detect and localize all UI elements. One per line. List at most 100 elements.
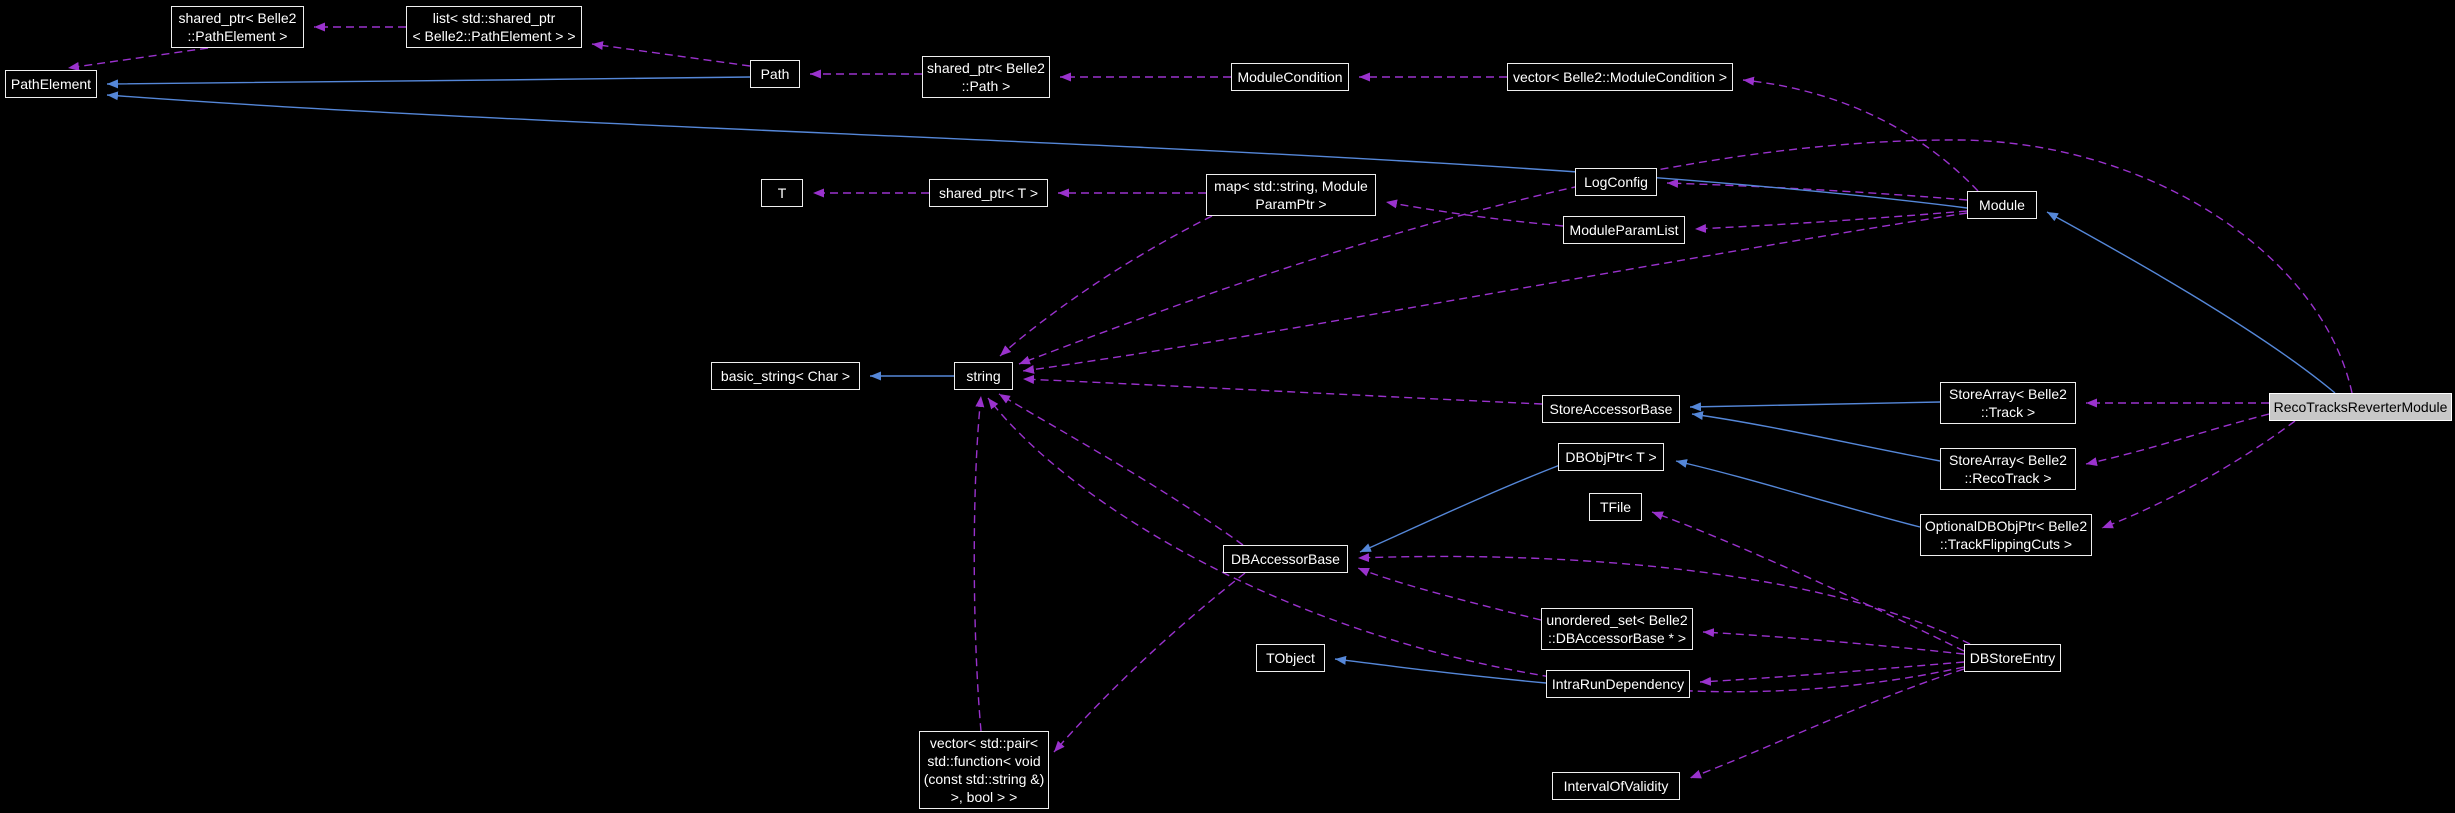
node-path[interactable]: Path (750, 60, 800, 88)
node-label-line: shared_ptr< T > (938, 185, 1039, 201)
node-label-line: LogConfig (1584, 174, 1648, 190)
node-label-line: ::TrackFlippingCuts > (1939, 536, 2073, 552)
node-label-line: IntraRunDependency (1551, 676, 1685, 692)
node-storearray_recotrack[interactable]: StoreArray< Belle2::RecoTrack > (1940, 448, 2076, 490)
node-intrarundependency[interactable]: IntraRunDependency (1546, 670, 1690, 698)
node-label-line: ::Path > (961, 78, 1011, 94)
node-label-line: ::RecoTrack > (1964, 470, 2052, 486)
node-rtrm[interactable]: RecoTracksReverterModule (2269, 393, 2452, 421)
node-label-line: list< std::shared_ptr (432, 10, 556, 26)
node-pathelement[interactable]: PathElement (5, 70, 97, 98)
node-intervalofvalidity[interactable]: IntervalOfValidity (1552, 772, 1680, 800)
edge-moduleparamlist-to-map (1385, 199, 1564, 227)
node-dbaccessorbase[interactable]: DBAccessorBase (1223, 545, 1348, 573)
node-moduleparamlist[interactable]: ModuleParamList (1563, 216, 1685, 244)
node-unordered_set[interactable]: unordered_set< Belle2::DBAccessorBase * … (1541, 608, 1693, 650)
edge-dbstoreentry-to-tfile (1651, 511, 1965, 652)
edge-module-to-vector_modulecondition (1742, 76, 1979, 192)
edge-dbstoreentry-to-string (987, 397, 1965, 693)
node-storeaccessorbase[interactable]: StoreAccessorBase (1542, 395, 1680, 423)
node-label-line: DBAccessorBase (1231, 551, 1340, 567)
node-label-line: string (966, 368, 1001, 384)
node-label-line: < Belle2::PathElement > > (412, 28, 576, 44)
node-label-line: >, bool > > (950, 789, 1018, 805)
node-label-line: StoreAccessorBase (1549, 401, 1673, 417)
edge-path-to-pathelement (106, 76, 751, 89)
node-vector_pair[interactable]: vector< std::pair<std::function< void(co… (919, 731, 1049, 809)
node-shared_ptr_pathelement[interactable]: shared_ptr< Belle2::PathElement > (171, 6, 304, 48)
node-label-line: vector< std::pair< (929, 735, 1039, 751)
edge-module-to-logconfig (1666, 178, 1968, 201)
node-label-line: unordered_set< Belle2 (1546, 612, 1688, 628)
edge-dbstoreentry-to-intrarundependency (1699, 661, 1965, 686)
node-t[interactable]: T (761, 179, 803, 207)
node-label-line: StoreArray< Belle2 (1949, 452, 2067, 468)
edge-dbstoreentry-to-intervalofvalidity (1689, 668, 1965, 779)
edge-vector_pair-to-string (973, 395, 985, 732)
node-label-line: IntervalOfValidity (1563, 778, 1669, 794)
node-logconfig[interactable]: LogConfig (1575, 168, 1657, 196)
node-label-line: OptionalDBObjPtr< Belle2 (1924, 518, 2088, 534)
node-label-line: vector< Belle2::ModuleCondition > (1512, 69, 1728, 85)
node-label-line: ParamPtr > (1255, 196, 1327, 212)
edge-module-to-moduleparamlist (1694, 210, 1968, 233)
edge-storearray_recotrack-to-storeaccessorbase (1691, 411, 1941, 462)
node-vector_modulecondition[interactable]: vector< Belle2::ModuleCondition > (1507, 63, 1733, 91)
edge-unordered_set-to-dbaccessorbase (1357, 567, 1542, 621)
node-label-line: TObject (1266, 650, 1315, 666)
edge-module-to-string (1022, 212, 1968, 374)
node-label-line: Path (760, 66, 790, 82)
node-label-line: PathElement (10, 76, 92, 92)
node-list_shared_ptr[interactable]: list< std::shared_ptr< Belle2::PathEleme… (406, 6, 582, 48)
node-label-line: shared_ptr< Belle2 (178, 10, 297, 26)
node-label-line: DBObjPtr< T > (1565, 449, 1657, 465)
node-label-line: map< std::string, Module (1214, 178, 1368, 194)
node-string[interactable]: string (954, 362, 1013, 390)
edge-dbaccessorbase-to-vector_pair (1053, 572, 1246, 753)
edge-shared_ptr_pathelement-to-pathelement (67, 47, 209, 71)
edge-path-to-list_shared_ptr (591, 41, 751, 67)
node-label-line: (const std::string &) (923, 771, 1045, 787)
edge-dbstoreentry-to-dbaccessorbase (1357, 553, 1971, 645)
edge-intrarundependency-to-tobject (1334, 655, 1547, 684)
edge-dbobjptr-to-dbaccessorbase (1359, 464, 1561, 553)
edge-storearray_track-to-storeaccessorbase (1689, 401, 1941, 412)
node-label-line: ModuleParamList (1569, 222, 1679, 238)
edge-optionaldbobjptr-to-dbobjptr (1675, 459, 1921, 528)
edge-dbaccessorbase-to-string (998, 393, 1244, 546)
node-modulecondition[interactable]: ModuleCondition (1231, 63, 1349, 91)
edge-map-to-string (999, 215, 1213, 357)
node-shared_ptr_path[interactable]: shared_ptr< Belle2::Path > (922, 56, 1050, 98)
node-label-line: TFile (1599, 499, 1632, 515)
node-optionaldbobjptr[interactable]: OptionalDBObjPtr< Belle2::TrackFlippingC… (1920, 514, 2092, 556)
edge-rtrm-to-optionaldbobjptr (2101, 420, 2296, 529)
node-dbobjptr[interactable]: DBObjPtr< T > (1558, 443, 1664, 471)
edge-rtrm-to-storearray_recotrack (2085, 413, 2270, 467)
node-dbstoreentry[interactable]: DBStoreEntry (1964, 644, 2061, 672)
edge-rtrm-to-string (1018, 139, 2353, 394)
node-label-line: ModuleCondition (1237, 69, 1343, 85)
node-label-line: ::PathElement > (187, 28, 288, 44)
node-tfile[interactable]: TFile (1589, 493, 1642, 521)
edge-module-to-pathelement (106, 91, 1968, 209)
node-storearray_track[interactable]: StoreArray< Belle2::Track > (1940, 382, 2076, 424)
node-label-line: ::DBAccessorBase * > (1547, 630, 1687, 646)
edge-storeaccessorbase-to-string (1022, 374, 1543, 405)
node-label-line: std::function< void (927, 753, 1041, 769)
node-tobject[interactable]: TObject (1256, 644, 1325, 672)
node-label-line: ::Track > (1980, 404, 2036, 420)
node-module[interactable]: Module (1967, 191, 2037, 219)
node-label-line: basic_string< Char > (720, 368, 851, 384)
node-basic_string[interactable]: basic_string< Char > (711, 362, 860, 390)
node-label-line: shared_ptr< Belle2 (927, 60, 1045, 76)
node-label-line: T (777, 185, 787, 201)
edge-dbstoreentry-to-unordered_set (1702, 628, 1965, 655)
node-label-line: StoreArray< Belle2 (1949, 386, 2067, 402)
node-shared_ptr_t[interactable]: shared_ptr< T > (929, 179, 1048, 207)
edge-rtrm-to-module (2046, 211, 2336, 394)
node-label-line: RecoTracksReverterModule (2273, 399, 2448, 415)
node-label-line: Module (1979, 197, 2025, 213)
